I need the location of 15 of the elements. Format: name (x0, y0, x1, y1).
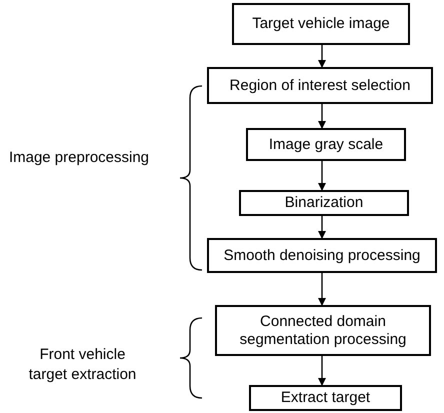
arrow (318, 161, 326, 191)
process-box: Image gray scale (246, 128, 406, 161)
arrow (318, 104, 326, 129)
arrow (318, 273, 326, 306)
group-label: Image preprocessing (8, 148, 150, 168)
arrow (318, 356, 326, 386)
process-box: Region of interest selection (207, 67, 433, 104)
process-box: Connected domain segmentation processing (215, 305, 431, 356)
group-label: Front vehicle target extraction (28, 345, 138, 385)
process-box: Smooth denoising processing (207, 238, 437, 273)
arrow (318, 216, 326, 239)
process-box: Binarization (239, 190, 409, 216)
process-box: Target vehicle image (232, 3, 410, 45)
arrow (318, 45, 326, 68)
process-box: Extract target (249, 385, 402, 411)
